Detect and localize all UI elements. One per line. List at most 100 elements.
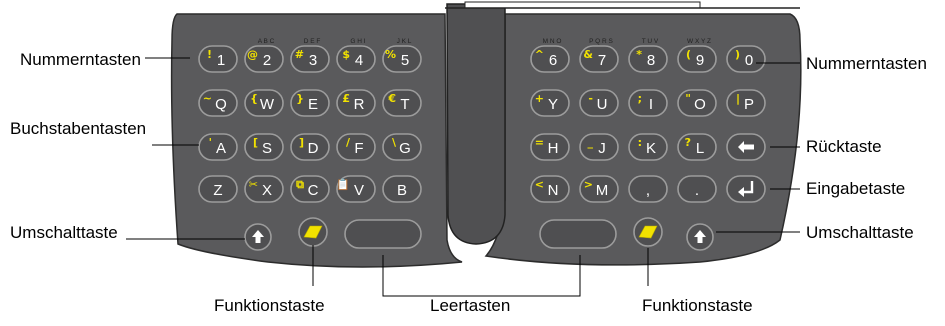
key-right-o[interactable]: "O xyxy=(677,89,717,117)
key-cap xyxy=(382,175,422,203)
key-main-char: K xyxy=(646,140,656,157)
key-main-char: L xyxy=(696,140,704,157)
key-right-i[interactable]: ;I xyxy=(628,89,668,117)
label-buchstabentasten: Buchstabentasten xyxy=(10,119,147,138)
screen-bottom-edge xyxy=(464,1,701,9)
key-main-char: N xyxy=(548,182,559,199)
key-cap xyxy=(382,45,422,73)
key-left-2[interactable]: @2A B C xyxy=(244,38,284,73)
key-main-char: Y xyxy=(548,96,558,113)
key-cap xyxy=(290,45,330,73)
key-left-d[interactable]: ]D xyxy=(290,133,330,161)
key-left-r[interactable]: £R xyxy=(336,89,376,117)
key-main-char: 2 xyxy=(263,52,271,69)
key-alt-char: / xyxy=(346,136,351,149)
key-right-m[interactable]: >M xyxy=(579,175,619,203)
key-cap xyxy=(530,89,570,117)
backspace-key[interactable] xyxy=(726,133,766,161)
key-cap xyxy=(579,89,619,117)
key-main-char: 6 xyxy=(549,52,557,69)
key-alt-char: ~ xyxy=(203,92,212,105)
key-right-comma[interactable]: , xyxy=(628,175,668,203)
key-cap xyxy=(628,89,668,117)
key-left-a[interactable]: 'A xyxy=(198,133,238,161)
key-left-t[interactable]: €T xyxy=(382,89,422,117)
key-main-char: Q xyxy=(215,96,227,113)
space-key-right[interactable] xyxy=(539,219,617,249)
key-right-k[interactable]: :K xyxy=(628,133,668,161)
key-right-8[interactable]: *8T U V xyxy=(628,38,668,73)
key-left-x[interactable]: ✂X xyxy=(244,175,284,203)
key-alt-char: | xyxy=(736,92,740,105)
key-alt-char: = xyxy=(535,136,544,149)
key-cap xyxy=(726,45,766,73)
key-right-period[interactable]: . xyxy=(677,175,717,203)
key-left-5[interactable]: %5J K L xyxy=(382,38,422,73)
key-left-b[interactable]: B xyxy=(382,175,422,203)
key-left-v[interactable]: 📋V xyxy=(336,175,376,203)
key-right-y[interactable]: +Y xyxy=(530,89,570,117)
key-main-char: R xyxy=(354,96,365,113)
key-cap xyxy=(336,45,376,73)
key-alt-char: : xyxy=(638,136,642,149)
key-left-f[interactable]: /F xyxy=(336,133,376,161)
function-key-right[interactable] xyxy=(633,217,663,247)
key-cap xyxy=(290,89,330,117)
key-alt-char: 📋 xyxy=(336,178,350,191)
label-ruecktaste: Rücktaste xyxy=(806,137,882,156)
key-alt-char: < xyxy=(535,178,544,191)
key-left-g[interactable]: \G xyxy=(382,133,422,161)
key-main-char: V xyxy=(354,182,364,199)
key-right-0[interactable]: )0 xyxy=(726,45,766,73)
function-icon xyxy=(638,225,658,239)
key-cap xyxy=(244,45,284,73)
key-right-l[interactable]: ?L xyxy=(677,133,717,161)
key-right-j[interactable]: _J xyxy=(579,133,619,161)
key-alt-char: " xyxy=(685,92,691,105)
key-right-p[interactable]: |P xyxy=(726,89,766,117)
key-main-char: 4 xyxy=(355,52,363,69)
key-cap xyxy=(336,89,376,117)
enter-arrowhead xyxy=(738,187,744,197)
key-right-h[interactable]: =H xyxy=(530,133,570,161)
key-alt-char: ? xyxy=(685,136,691,149)
shift-key-left[interactable] xyxy=(244,223,272,251)
key-main-char: 7 xyxy=(598,52,606,69)
key-left-w[interactable]: {W xyxy=(244,89,284,117)
key-cap xyxy=(579,175,619,203)
key-right-u[interactable]: -U xyxy=(579,89,619,117)
key-left-e[interactable]: }E xyxy=(290,89,330,117)
key-left-s[interactable]: [S xyxy=(244,133,284,161)
key-right-7[interactable]: &7P Q R S xyxy=(579,38,619,73)
key-right-n[interactable]: <N xyxy=(530,175,570,203)
key-main-char: W xyxy=(260,96,275,113)
label-umschalttaste-left: Umschalttaste xyxy=(10,223,118,242)
key-left-q[interactable]: ~Q xyxy=(198,89,238,117)
key-letter-hint: D E F xyxy=(304,38,321,45)
key-left-c[interactable]: ⧉C xyxy=(290,175,330,203)
key-letter-hint: P Q R S xyxy=(589,38,613,45)
key-right-6[interactable]: ^6M N O xyxy=(530,38,570,73)
keyboard-hinge xyxy=(446,3,506,245)
function-icon xyxy=(303,225,323,239)
key-main-char: J xyxy=(598,140,606,157)
key-cap xyxy=(530,45,570,73)
key-cap xyxy=(198,133,238,161)
key-main-char: T xyxy=(400,96,409,113)
space-key-left[interactable] xyxy=(344,219,422,249)
key-cap xyxy=(382,133,422,161)
key-left-4[interactable]: $4G H I xyxy=(336,38,376,73)
key-letter-hint: A B C xyxy=(258,38,275,45)
key-left-3[interactable]: #3D E F xyxy=(290,38,330,73)
key-main-char: G xyxy=(399,140,411,157)
shift-key-right[interactable] xyxy=(686,223,714,251)
key-cap xyxy=(530,133,570,161)
key-left-1[interactable]: !1 xyxy=(198,45,238,73)
key-left-z[interactable]: Z xyxy=(198,175,238,203)
key-alt-char: } xyxy=(296,92,304,105)
key-right-9[interactable]: (9W X Y Z xyxy=(677,38,717,73)
key-main-char: 9 xyxy=(696,52,704,69)
enter-key[interactable] xyxy=(726,175,766,203)
function-key-left[interactable] xyxy=(298,217,328,247)
enter-icon xyxy=(743,181,754,194)
